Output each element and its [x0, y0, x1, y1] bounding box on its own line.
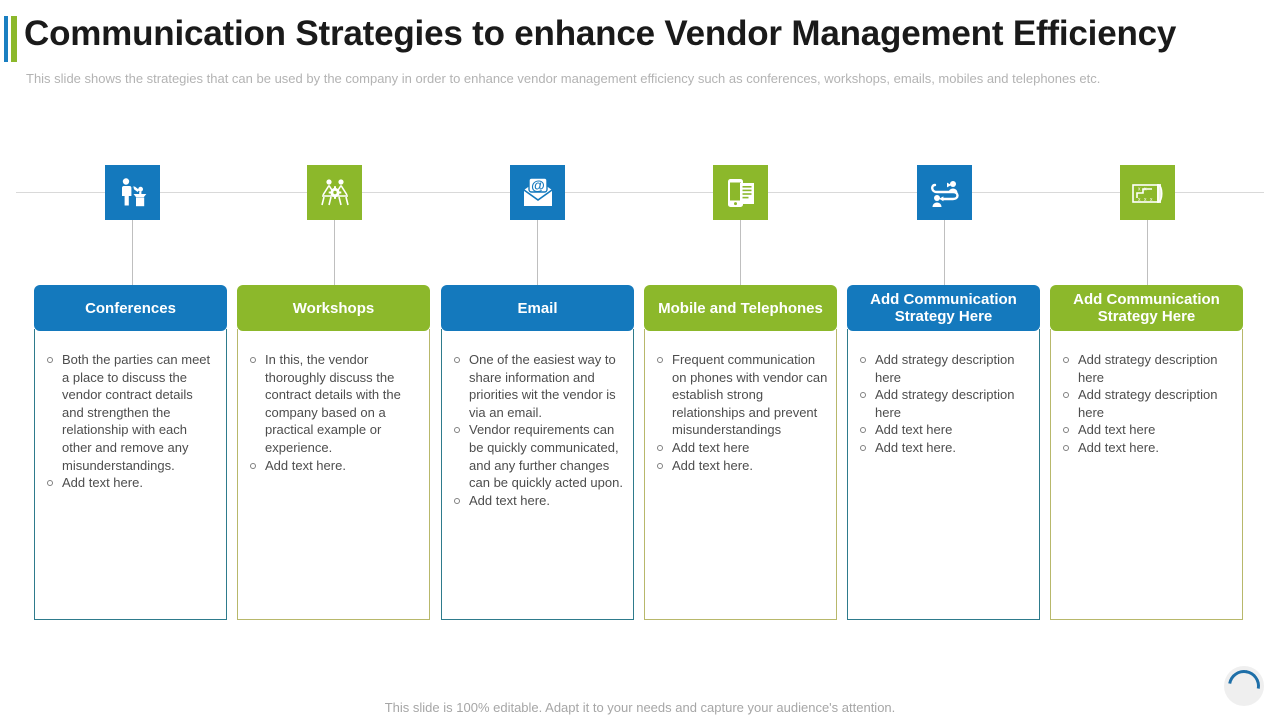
svg-text:@: @ — [531, 177, 545, 193]
icon-tile-workshops[interactable] — [307, 165, 362, 220]
list-item: One of the easiest way to share informat… — [450, 351, 625, 421]
bullet-list-5: Add strategy description here Add strate… — [856, 351, 1031, 457]
card-title-5[interactable]: Add Communication Strategy Here — [847, 285, 1040, 331]
icon-tile-conferences[interactable] — [105, 165, 160, 220]
svg-text:x: x — [1138, 197, 1141, 203]
card-body-3: One of the easiest way to share informat… — [441, 329, 634, 620]
timeline-axis — [16, 192, 1264, 193]
mobile-phone-document-icon — [724, 176, 758, 210]
card-body-4: Frequent communication on phones with ve… — [644, 329, 837, 620]
svg-text:x: x — [1138, 186, 1141, 192]
connector-line-5 — [944, 220, 945, 285]
icon-tile-mobile[interactable] — [713, 165, 768, 220]
connector-line-6 — [1147, 220, 1148, 285]
list-item: Add text here. — [246, 457, 421, 475]
svg-text:x: x — [1150, 197, 1153, 203]
card-title-4[interactable]: Mobile and Telephones — [644, 285, 837, 331]
loading-spinner — [1224, 666, 1264, 706]
list-item: Add text here. — [450, 492, 625, 510]
two-people-exchange-icon — [927, 177, 963, 209]
card-email: Email One of the easiest way to share in… — [441, 285, 634, 620]
page-title: Communication Strategies to enhance Vend… — [24, 14, 1177, 53]
list-item: Add text here. — [653, 457, 828, 475]
list-item: Add strategy description here — [1059, 386, 1234, 421]
title-accent-bar-blue — [4, 16, 8, 62]
list-item: Add text here — [653, 439, 828, 457]
card-body-1: Both the parties can meet a place to dis… — [34, 329, 227, 620]
connector-line-3 — [537, 220, 538, 285]
list-item: Add strategy description here — [856, 351, 1031, 386]
connector-line-4 — [740, 220, 741, 285]
title-accent-bar-green — [11, 16, 17, 62]
svg-text:x: x — [1144, 186, 1147, 192]
bullet-list-4: Frequent communication on phones with ve… — [653, 351, 828, 474]
card-title-6[interactable]: Add Communication Strategy Here — [1050, 285, 1243, 331]
list-item: Add strategy description here — [856, 386, 1031, 421]
card-strategy-5: Add Communication Strategy Here Add stra… — [847, 285, 1040, 620]
list-item: In this, the vendor thoroughly discuss t… — [246, 351, 421, 457]
card-body-2: In this, the vendor thoroughly discuss t… — [237, 329, 430, 620]
icon-tile-strategy-5[interactable] — [917, 165, 972, 220]
list-item: Add text here. — [1059, 439, 1234, 457]
card-mobile-telephones: Mobile and Telephones Frequent communica… — [644, 285, 837, 620]
list-item: Add text here — [856, 421, 1031, 439]
email-envelope-at-icon: @ — [520, 176, 556, 210]
card-title-2[interactable]: Workshops — [237, 285, 430, 331]
connector-line-1 — [132, 220, 133, 285]
card-title-1[interactable]: Conferences — [34, 285, 227, 331]
list-item: Add text here. — [856, 439, 1031, 457]
svg-text:x: x — [1144, 197, 1147, 203]
list-item: Add text here — [1059, 421, 1234, 439]
icon-tile-email[interactable]: @ — [510, 165, 565, 220]
bullet-list-3: One of the easiest way to share informat… — [450, 351, 625, 509]
list-item: Add text here. — [43, 474, 218, 492]
card-workshops: Workshops In this, the vendor thoroughly… — [237, 285, 430, 620]
workshop-gear-people-icon — [317, 175, 353, 211]
card-title-3[interactable]: Email — [441, 285, 634, 331]
list-item: Both the parties can meet a place to dis… — [43, 351, 218, 474]
header-area: Communication Strategies to enhance Vend… — [0, 0, 1280, 62]
bullet-list-1: Both the parties can meet a place to dis… — [43, 351, 218, 492]
card-conferences: Conferences Both the parties can meet a … — [34, 285, 227, 620]
bullet-list-6: Add strategy description here Add strate… — [1059, 351, 1234, 457]
list-item: Vendor requirements can be quickly commu… — [450, 421, 625, 491]
conference-podium-icon — [115, 175, 151, 211]
editable-note: This slide is 100% editable. Adapt it to… — [384, 700, 896, 715]
page-subtitle: This slide shows the strategies that can… — [26, 71, 1101, 86]
bullet-list-2: In this, the vendor thoroughly discuss t… — [246, 351, 421, 474]
connector-line-2 — [334, 220, 335, 285]
list-item: Add strategy description here — [1059, 351, 1234, 386]
card-strategy-6: Add Communication Strategy Here Add stra… — [1050, 285, 1243, 620]
card-body-6: Add strategy description here Add strate… — [1050, 329, 1243, 620]
list-item: Frequent communication on phones with ve… — [653, 351, 828, 439]
card-body-5: Add strategy description here Add strate… — [847, 329, 1040, 620]
